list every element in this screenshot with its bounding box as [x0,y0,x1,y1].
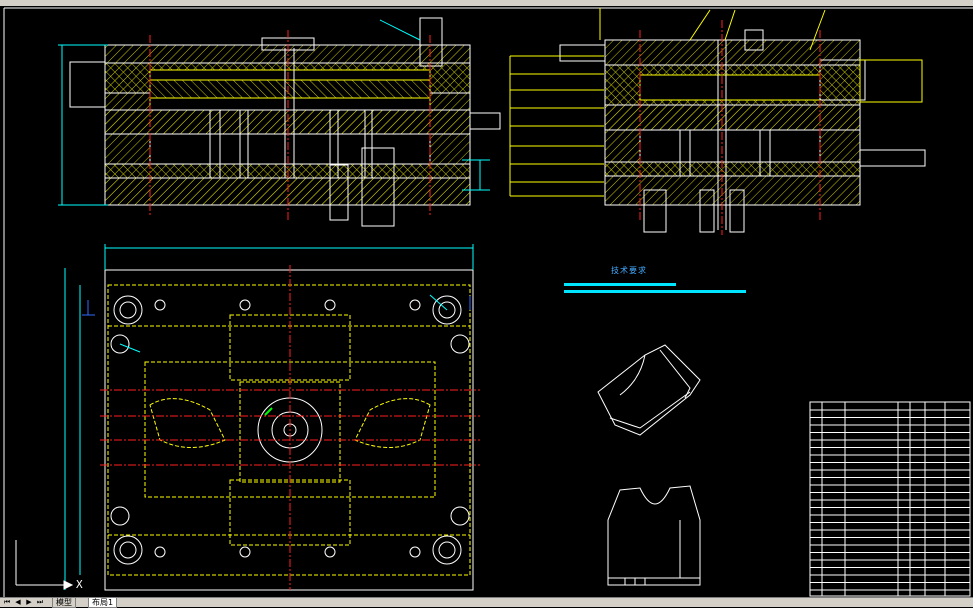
first-tab-icon[interactable]: ⏮ [3,598,11,606]
tech-requirements-title: 技术要求 [611,266,647,275]
ucs-x-label: X [76,578,83,591]
ucs-icon [15,540,74,590]
part-isometric[interactable] [597,344,701,436]
section-view-left[interactable] [58,17,501,227]
part-front-view[interactable] [607,485,701,586]
plan-view[interactable] [64,244,480,591]
prev-tab-icon[interactable]: ◀ [15,598,21,606]
parts-list-table[interactable] [809,401,971,597]
cad-drawing-canvas[interactable]: 技术要求 X [0,6,973,598]
section-view-right[interactable] [509,8,926,235]
next-tab-icon[interactable]: ▶ [26,598,32,606]
tech-requirements-bars [564,283,746,293]
tab-model[interactable]: 模型 [52,598,76,608]
layout-tab-bar: ⏮ ◀ ▶ ⏭ 模型 布局1 [0,597,973,608]
toolbar-strip [0,0,973,6]
tab-layout1[interactable]: 布局1 [88,598,118,608]
drawing-frame [3,7,973,598]
last-tab-icon[interactable]: ⏭ [36,598,44,606]
